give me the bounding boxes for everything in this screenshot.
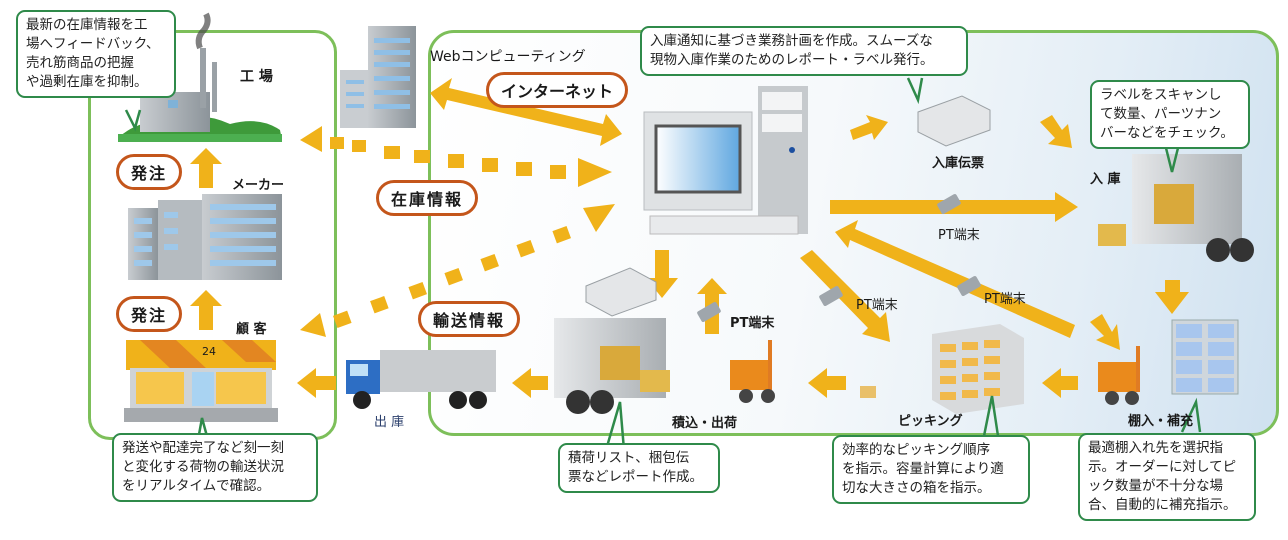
internet-pill: インターネット xyxy=(486,72,629,108)
picking-shelf-illustration xyxy=(860,324,1024,414)
factory-illustration xyxy=(118,12,282,142)
pt-terminal-label-1: PT端末 xyxy=(938,228,980,243)
callout-label-scan: ラベルをスキャンし て数量、パーツナン バーなどをチェック。 xyxy=(1090,80,1250,149)
receiving-slip-label: 入庫伝票 xyxy=(932,156,985,171)
receiving-label: 入 庫 xyxy=(1090,172,1121,187)
convenience-store-illustration xyxy=(124,340,278,422)
shipping-truck-illustration xyxy=(346,350,496,409)
order-pill-customer: 発注 xyxy=(116,296,183,332)
callout-delivery-status: 発送や配達完了など刻一刻 と変化する荷物の輸送状況 をリアルタイムで確認。 xyxy=(112,433,318,502)
shelving-replenish-label: 棚入・補充 xyxy=(1128,414,1194,429)
internet-arrow xyxy=(430,78,622,146)
receiving-truck-illustration xyxy=(1098,154,1254,262)
pt-terminal-label-4: PT端末 xyxy=(730,316,775,331)
loading-truck-illustration xyxy=(554,318,670,414)
factory-label: 工 場 xyxy=(240,69,273,85)
maker-building-illustration xyxy=(128,194,282,280)
callout-receiving-plan: 入庫通知に基づき業務計画を作成。スムーズな 現物入庫作業のためのレポート・ラベル… xyxy=(640,26,968,76)
callout-factory-feedback: 最新の在庫情報を工 場へフィードバック、 売れ筋商品の把握 や過剰在庫を抑制。 xyxy=(16,10,176,98)
inventory-info-pill: 在庫情報 xyxy=(376,180,479,216)
order-up-arrows xyxy=(190,148,222,330)
loading-shipping-label: 積込・出荷 xyxy=(672,416,738,431)
transport-info-dotted-arrow xyxy=(300,204,615,337)
delivery-arrows xyxy=(297,368,1078,398)
callout-shelving: 最適棚入れ先を選択指 示。オーダーに対してピ ック数量が不十分な場 合、自動的に… xyxy=(1078,433,1256,521)
picking-label: ピッキング xyxy=(898,414,963,429)
customer-label: 顧 客 xyxy=(236,322,267,337)
store-sign-label: 24 xyxy=(202,345,216,358)
transport-info-pill: 輸送情報 xyxy=(418,301,521,337)
maker-label: メーカー xyxy=(232,178,285,193)
forklift-illustration xyxy=(730,340,1140,405)
pt-terminal-label-3: PT端末 xyxy=(856,298,898,313)
pt-terminal-icons xyxy=(697,194,981,322)
order-pill-maker: 発注 xyxy=(116,154,183,190)
computer-illustration xyxy=(643,86,808,235)
callout-picking-order: 効率的なピッキング順序 を指示。容量計算により適 切な大きさの箱を指示。 xyxy=(832,435,1030,504)
callout-tails xyxy=(124,77,1202,451)
callout-loading-list: 積荷リスト、梱包伝 票などレポート作成。 xyxy=(558,443,720,493)
web-computing-label: Webコンピューティング xyxy=(430,49,586,65)
inventory-info-dotted-arrow xyxy=(300,126,612,187)
printer-illustration xyxy=(585,95,991,317)
web-office-building-illustration xyxy=(340,26,416,128)
shipping-out-label: 出 庫 xyxy=(374,415,405,430)
storage-rack-illustration xyxy=(1171,319,1239,395)
pt-terminal-label-2: PT端末 xyxy=(984,292,1026,307)
